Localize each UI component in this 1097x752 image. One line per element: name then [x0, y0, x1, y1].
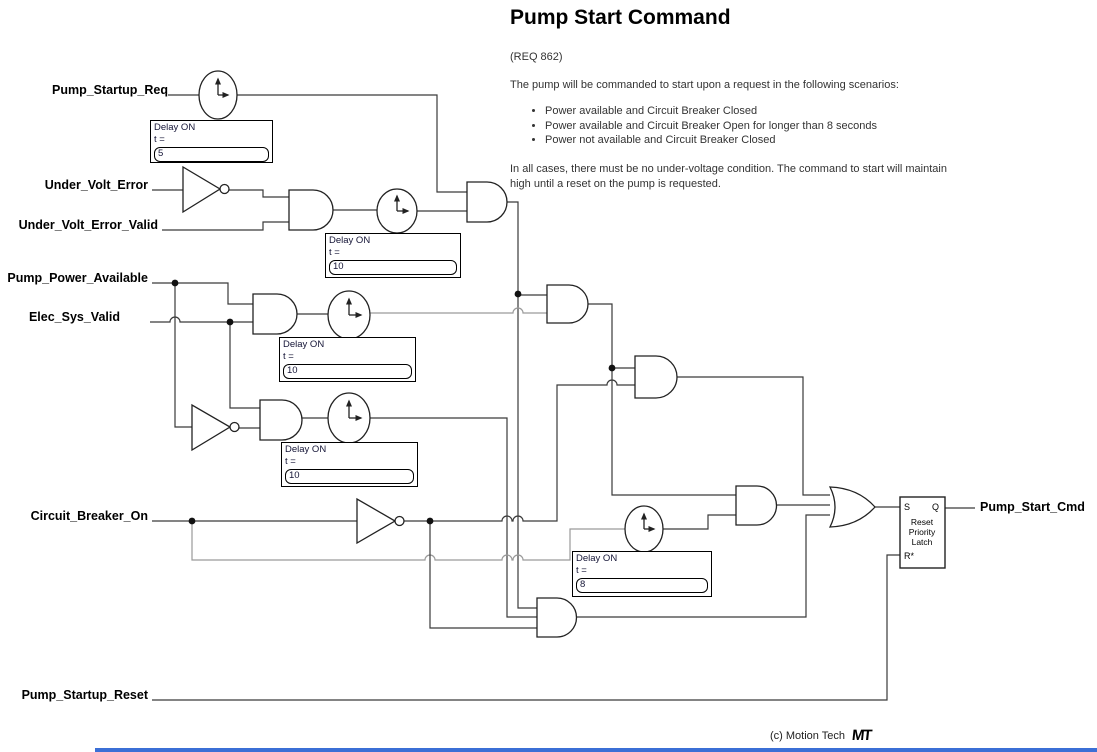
delay-t-label: t =: [283, 351, 294, 362]
delay-on-title: Delay ON: [154, 122, 196, 133]
intro-text: The pump will be commanded to start upon…: [510, 79, 899, 91]
timer-icon-nopower-elec: [327, 392, 371, 444]
junction-dot: [608, 364, 616, 372]
wire-timer3-to-and-c-bottom: [370, 307, 547, 314]
delay-on-title: Delay ON: [329, 235, 371, 246]
junction-dot: [226, 318, 234, 326]
note-line: high until a reset on the pump is reques…: [510, 177, 721, 190]
junction-dots: [171, 279, 616, 525]
delay-t-label: t =: [576, 565, 587, 576]
not-gate-power-bubble: [229, 421, 240, 433]
not-gate-undervolt-triangle: [182, 165, 222, 214]
signal-label-pump-startup-req: Pump_Startup_Req: [52, 83, 168, 97]
latch-name-line1: Reset: [911, 517, 934, 527]
and-gate-scenario-enable: [546, 284, 589, 324]
timer-icon-breaker: [624, 505, 664, 553]
motion-tech-logo: MT: [851, 727, 872, 744]
wire-timer1-to-and-a-top: [237, 94, 467, 193]
and-gate-startreq: [466, 181, 508, 223]
note-line: In all cases, there must be no under-vol…: [510, 163, 947, 175]
wire-elec-sys-to-and-e-bottom: [150, 316, 253, 323]
signal-label-under-volt-error: Under_Volt_Error: [44, 178, 148, 192]
scenario-item: Power available and Circuit Breaker Clos…: [545, 104, 877, 119]
wire-and-d-to-or-bottom: [576, 514, 830, 618]
not-gate-undervolt-bubble: [219, 183, 230, 195]
junction-dot: [514, 290, 522, 298]
latch-q-label: Q: [932, 502, 939, 512]
delay-on-box-4: Delay ON t = 10: [281, 442, 418, 487]
scenario-list: Power available and Circuit Breaker Clos…: [528, 104, 877, 148]
requirement-tag: (REQ 862): [510, 51, 563, 63]
delay-t-label: t =: [329, 247, 340, 258]
and-gate-breaker-open: [634, 355, 678, 399]
scenario-item: Power not available and Circuit Breaker …: [545, 133, 877, 148]
delay-value-field[interactable]: 10: [283, 364, 412, 379]
wire-not1-to-and-b-top: [229, 189, 289, 198]
signal-label-pump-power-available: Pump_Power_Available: [7, 271, 148, 285]
footer: (c) Motion Tech MT: [770, 727, 872, 744]
timer-icon-undervolt: [376, 188, 418, 234]
not-gate-breaker-triangle: [356, 497, 397, 545]
latch-r-label: R*: [904, 551, 914, 561]
wire-timer5-to-and-h-bottom: [663, 514, 736, 530]
timer-icon-power-elec: [327, 290, 371, 340]
junction-dot: [188, 517, 196, 525]
bottom-blue-bar: [95, 748, 1097, 752]
timer-icon-startup-req: [198, 70, 238, 120]
delay-on-title: Delay ON: [576, 553, 618, 564]
not-gate-breaker-bubble: [394, 515, 405, 527]
and-gate-nopower-elec: [259, 399, 303, 441]
wire-breaker-direct-to-timer5: [191, 521, 626, 561]
delay-on-box-5: Delay ON t = 8: [572, 551, 712, 597]
wire-and-a-main-vertical: [507, 201, 537, 609]
or-gate-scenarios: [828, 486, 876, 528]
delay-t-label: t =: [154, 134, 165, 145]
delay-on-box-3: Delay ON t = 10: [279, 337, 416, 382]
wires: [150, 94, 975, 701]
wire-power-avail-branch-to-not2: [174, 283, 192, 428]
delay-on-box-2: Delay ON t = 10: [325, 233, 461, 278]
scenario-item: Power available and Circuit Breaker Open…: [545, 119, 877, 134]
delay-value-field[interactable]: 10: [285, 469, 414, 484]
wire-not3-down-to-and-d-bottom: [429, 521, 537, 629]
junction-dot: [171, 279, 179, 287]
signal-label-pump-startup-reset: Pump_Startup_Reset: [21, 688, 148, 702]
reset-priority-latch: S Q Reset Priority Latch R*: [899, 496, 946, 569]
signal-label-elec-sys-valid: Elec_Sys_Valid: [28, 310, 120, 324]
delay-value-field[interactable]: 5: [154, 147, 269, 162]
delay-on-title: Delay ON: [283, 339, 325, 350]
wire-startup-reset-to-latch-r: [152, 554, 900, 701]
and-gate-power-elec: [252, 293, 298, 335]
wire-uve-valid-to-and-b-bottom: [162, 221, 289, 231]
page-title: Pump Start Command: [510, 6, 731, 29]
wire-and-c-main-vertical: [588, 303, 736, 496]
not-gate-power-triangle: [191, 403, 232, 452]
timer-symbols: [198, 70, 664, 553]
and-gate-nopower-breaker: [536, 597, 578, 638]
and-gate-undervolt: [288, 189, 334, 231]
wire-timer4-to-and-d-middle: [370, 417, 537, 618]
signal-label-circuit-breaker-on: Circuit_Breaker_On: [30, 509, 148, 523]
junction-dot: [426, 517, 434, 525]
gates: [182, 165, 876, 638]
delay-on-title: Delay ON: [285, 444, 327, 455]
latch-s-label: S: [904, 502, 910, 512]
wire-and-g-to-or-top: [677, 376, 830, 496]
delay-t-label: t =: [285, 456, 296, 467]
wire-power-avail-to-and-e-top: [152, 282, 253, 305]
wire-not3-up-to-and-g-bottom: [404, 379, 635, 522]
delay-value-field[interactable]: 10: [329, 260, 457, 275]
signal-label-pump-start-cmd: Pump_Start_Cmd: [980, 500, 1085, 514]
delay-on-box-1: Delay ON t = 5: [150, 120, 273, 163]
signal-label-under-volt-error-valid: Under_Volt_Error_Valid: [18, 218, 158, 232]
latch-name-line2: Priority: [909, 527, 936, 537]
wire-elec-sys-branch-to-and-f-top: [229, 322, 260, 409]
delay-value-field[interactable]: 8: [576, 578, 708, 593]
copyright-text: (c) Motion Tech: [770, 729, 845, 742]
and-gate-breaker-delay: [735, 485, 778, 526]
note-text: In all cases, there must be no under-vol…: [510, 162, 947, 191]
latch-name-line3: Latch: [912, 537, 933, 547]
